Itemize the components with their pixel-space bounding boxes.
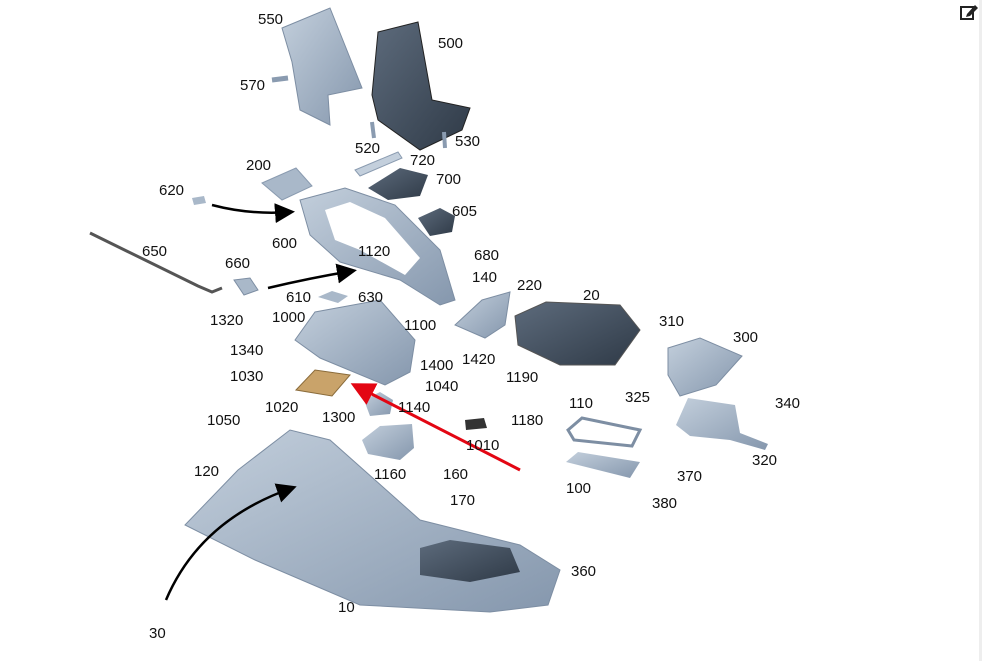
scroll-edge <box>979 0 982 661</box>
label-1340[interactable]: 1340 <box>230 342 264 359</box>
label-10[interactable]: 10 <box>338 599 355 616</box>
part-200 <box>261 167 313 201</box>
label-1050[interactable]: 1050 <box>207 412 241 429</box>
label-160[interactable]: 160 <box>443 466 469 483</box>
pointer-arrow-30 <box>164 483 297 601</box>
label-1040[interactable]: 1040 <box>425 378 459 395</box>
label-620[interactable]: 620 <box>159 182 185 199</box>
label-600[interactable]: 600 <box>272 235 298 252</box>
part-220 <box>454 291 511 339</box>
label-1190[interactable]: 1190 <box>506 369 539 386</box>
label-1420[interactable]: 1420 <box>462 351 496 368</box>
part-1010 <box>465 418 487 430</box>
label-650[interactable]: 650 <box>142 243 168 260</box>
label-550[interactable]: 550 <box>258 11 284 28</box>
label-530[interactable]: 530 <box>455 133 481 150</box>
label-1400[interactable]: 1400 <box>420 357 454 374</box>
label-700[interactable]: 700 <box>436 171 462 188</box>
part-1160 <box>362 424 414 460</box>
part-700 <box>368 168 428 200</box>
part-300 <box>667 337 743 397</box>
label-1000[interactable]: 1000 <box>272 309 306 326</box>
label-1160[interactable]: 1160 <box>374 466 407 483</box>
label-170[interactable]: 170 <box>450 492 476 509</box>
part-100 <box>566 452 640 478</box>
label-325[interactable]: 325 <box>625 389 651 406</box>
label-720[interactable]: 720 <box>410 152 436 169</box>
label-200[interactable]: 200 <box>246 157 272 174</box>
part-320 <box>676 398 768 450</box>
label-360[interactable]: 360 <box>571 563 597 580</box>
label-30[interactable]: 30 <box>149 625 166 642</box>
edit-button[interactable] <box>958 2 980 22</box>
label-300[interactable]: 300 <box>733 329 759 346</box>
label-310[interactable]: 310 <box>659 313 685 330</box>
part-500 <box>371 21 471 151</box>
label-1180[interactable]: 1180 <box>511 412 544 429</box>
part-110 <box>566 416 643 448</box>
label-320[interactable]: 320 <box>752 452 778 469</box>
label-610[interactable]: 610 <box>286 289 312 306</box>
part-1000 <box>294 299 416 386</box>
label-1320[interactable]: 1320 <box>210 312 244 329</box>
part-650 <box>89 231 223 294</box>
label-1100[interactable]: 1100 <box>404 317 437 334</box>
label-500[interactable]: 500 <box>438 35 464 52</box>
part-10 <box>184 429 561 613</box>
part-520 <box>370 121 376 139</box>
pointer-arrow-620 <box>211 203 295 224</box>
part-1020 <box>294 369 351 397</box>
label-660[interactable]: 660 <box>225 255 251 272</box>
label-570[interactable]: 570 <box>240 77 266 94</box>
label-20[interactable]: 20 <box>583 287 600 304</box>
label-1300[interactable]: 1300 <box>322 409 356 426</box>
label-1140[interactable]: 1140 <box>398 399 431 416</box>
part-605 <box>418 208 455 236</box>
label-680[interactable]: 680 <box>474 247 500 264</box>
label-1030[interactable]: 1030 <box>230 368 264 385</box>
label-380[interactable]: 380 <box>652 495 678 512</box>
part-610 <box>318 291 348 303</box>
label-1020[interactable]: 1020 <box>265 399 299 416</box>
part-660 <box>233 277 259 296</box>
label-140[interactable]: 140 <box>472 269 498 286</box>
part-720 <box>354 151 403 177</box>
label-100[interactable]: 100 <box>566 480 592 497</box>
part-20 <box>514 301 641 366</box>
label-520[interactable]: 520 <box>355 140 381 157</box>
label-605[interactable]: 605 <box>452 203 478 220</box>
label-120[interactable]: 120 <box>194 463 220 480</box>
part-570 <box>271 75 289 83</box>
pointer-arrow-660 <box>267 263 357 290</box>
label-630[interactable]: 630 <box>358 289 384 306</box>
edit-icon <box>960 5 978 20</box>
label-220[interactable]: 220 <box>517 277 543 294</box>
label-1010[interactable]: 1010 <box>466 437 500 454</box>
part-530 <box>442 131 447 149</box>
part-550 <box>281 7 363 126</box>
label-1120[interactable]: 1120 <box>358 243 391 260</box>
part-620 <box>192 196 206 205</box>
label-340[interactable]: 340 <box>775 395 801 412</box>
label-370[interactable]: 370 <box>677 468 703 485</box>
highlight-arrow-1020 <box>350 383 521 472</box>
label-110[interactable]: 110 <box>569 395 593 412</box>
